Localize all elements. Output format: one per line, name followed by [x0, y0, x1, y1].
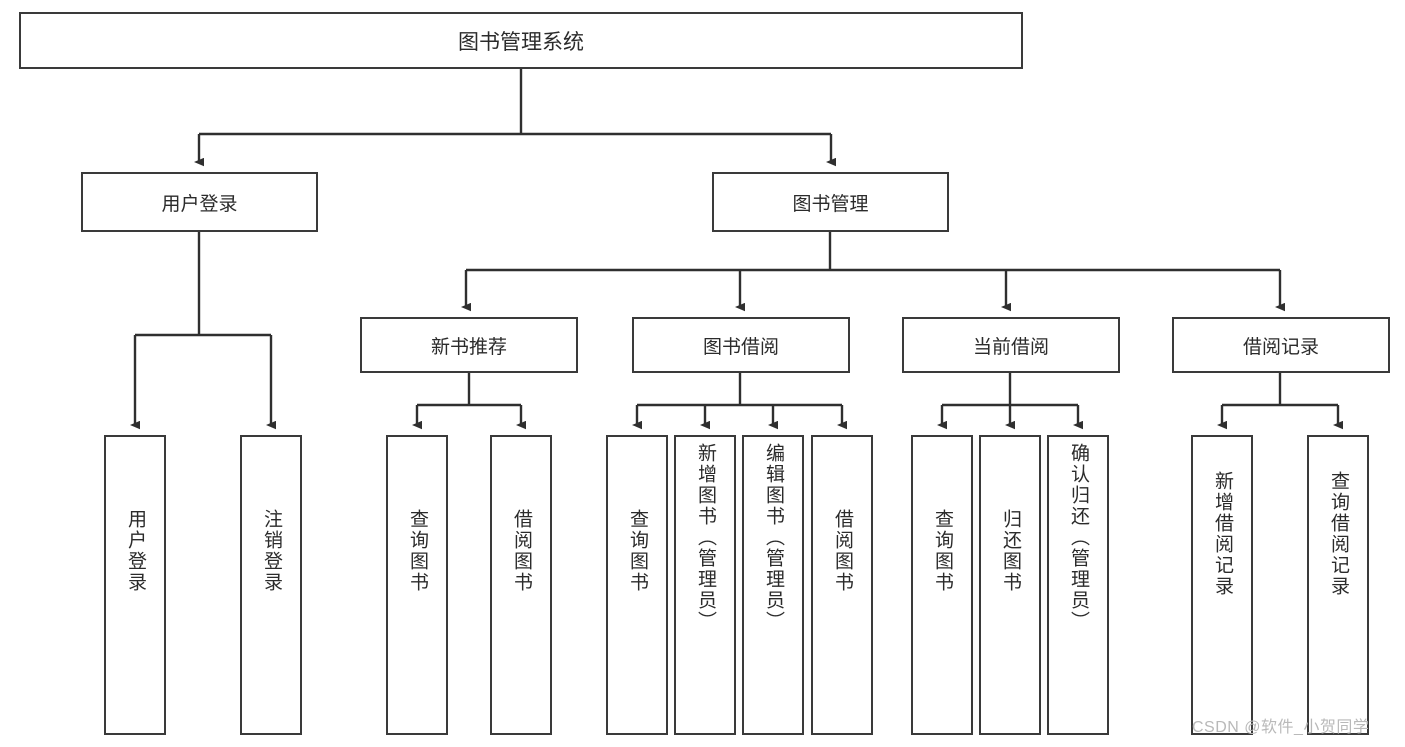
leaf-label: 查询图书	[406, 509, 428, 593]
leaf-borrow-record-query[interactable]: 查询借阅记录	[1307, 435, 1369, 735]
leaf-label: 借阅图书	[510, 509, 532, 593]
leaf-label: 确认归还（管理员）	[1067, 443, 1089, 632]
leaf-label: 查询图书	[626, 509, 648, 593]
leaf-label: 查询借阅记录	[1327, 471, 1349, 597]
leaf-current-borrow-confirm-return[interactable]: 确认归还（管理员）	[1047, 435, 1109, 735]
leaf-label: 新增图书（管理员）	[694, 443, 716, 632]
node-new-book-recommend[interactable]: 新书推荐	[360, 317, 578, 373]
leaf-book-borrow-query[interactable]: 查询图书	[606, 435, 668, 735]
leaf-book-borrow-borrow[interactable]: 借阅图书	[811, 435, 873, 735]
leaf-label: 注销登录	[260, 509, 282, 593]
leaf-user-login-login[interactable]: 用户登录	[104, 435, 166, 735]
leaf-borrow-record-add[interactable]: 新增借阅记录	[1191, 435, 1253, 735]
node-root[interactable]: 图书管理系统	[19, 12, 1023, 69]
leaf-label: 归还图书	[999, 509, 1021, 593]
node-user-login-label: 用户登录	[161, 193, 238, 215]
leaf-book-borrow-add[interactable]: 新增图书（管理员）	[674, 435, 736, 735]
leaf-current-borrow-query[interactable]: 查询图书	[911, 435, 973, 735]
node-book-management[interactable]: 图书管理	[712, 172, 949, 232]
leaf-label: 编辑图书（管理员）	[762, 443, 784, 632]
leaf-current-borrow-return[interactable]: 归还图书	[979, 435, 1041, 735]
leaf-book-borrow-edit[interactable]: 编辑图书（管理员）	[742, 435, 804, 735]
node-borrow-record-label: 借阅记录	[1242, 336, 1319, 358]
leaf-label: 用户登录	[124, 509, 146, 593]
node-book-borrow[interactable]: 图书借阅	[632, 317, 850, 373]
node-user-login[interactable]: 用户登录	[81, 172, 318, 232]
leaf-label: 借阅图书	[831, 509, 853, 593]
node-new-book-recommend-label: 新书推荐	[430, 336, 507, 358]
csdn-watermark: CSDN @软件_小贺同学	[1192, 719, 1370, 736]
leaf-label: 新增借阅记录	[1211, 471, 1233, 597]
node-current-borrow-label: 当前借阅	[972, 336, 1049, 358]
leaf-label: 查询图书	[931, 509, 953, 593]
leaf-new-book-borrow[interactable]: 借阅图书	[490, 435, 552, 735]
node-current-borrow[interactable]: 当前借阅	[902, 317, 1120, 373]
node-borrow-record[interactable]: 借阅记录	[1172, 317, 1390, 373]
leaf-new-book-query[interactable]: 查询图书	[386, 435, 448, 735]
node-book-borrow-label: 图书借阅	[702, 336, 779, 358]
leaf-user-login-logout[interactable]: 注销登录	[240, 435, 302, 735]
node-book-management-label: 图书管理	[792, 193, 869, 215]
node-root-label: 图书管理系统	[458, 30, 584, 54]
